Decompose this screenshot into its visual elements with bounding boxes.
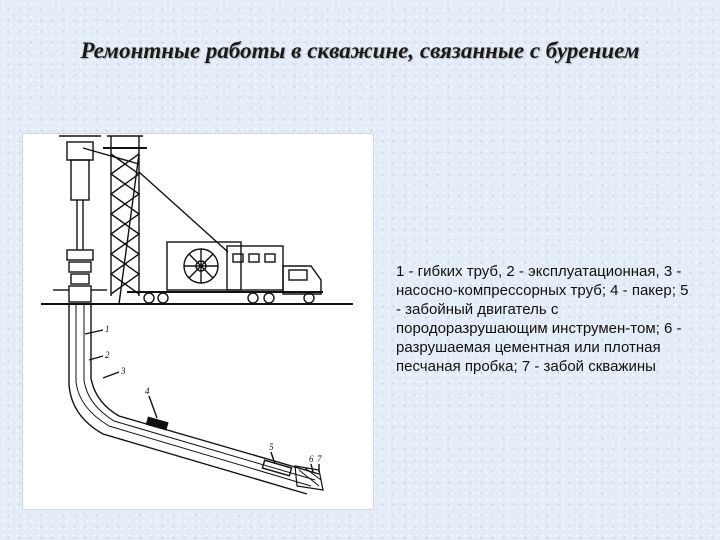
callout-2: 2 — [105, 350, 110, 360]
coiled-tubing-truck — [127, 241, 323, 304]
callout-3: 3 — [120, 366, 126, 376]
downhole-motor — [261, 459, 293, 477]
cement-plug — [294, 465, 324, 491]
packer — [145, 416, 169, 431]
callout-6: 6 — [309, 454, 314, 464]
callout-5: 5 — [269, 442, 274, 452]
callout-7: 7 — [317, 454, 322, 464]
derrick-tower — [103, 135, 147, 305]
well-repair-diagram: 1 2 3 4 5 6 7 — [22, 133, 374, 510]
wellbore — [68, 304, 324, 495]
callout-4: 4 — [145, 386, 150, 396]
injector-head — [53, 135, 107, 303]
diagram-legend-text: 1 - гибких труб, 2 - эксплуатационная, 3… — [396, 263, 689, 375]
slide-title: Ремонтные работы в скважине, связанные с… — [80, 38, 640, 63]
callout-1: 1 — [105, 324, 110, 334]
